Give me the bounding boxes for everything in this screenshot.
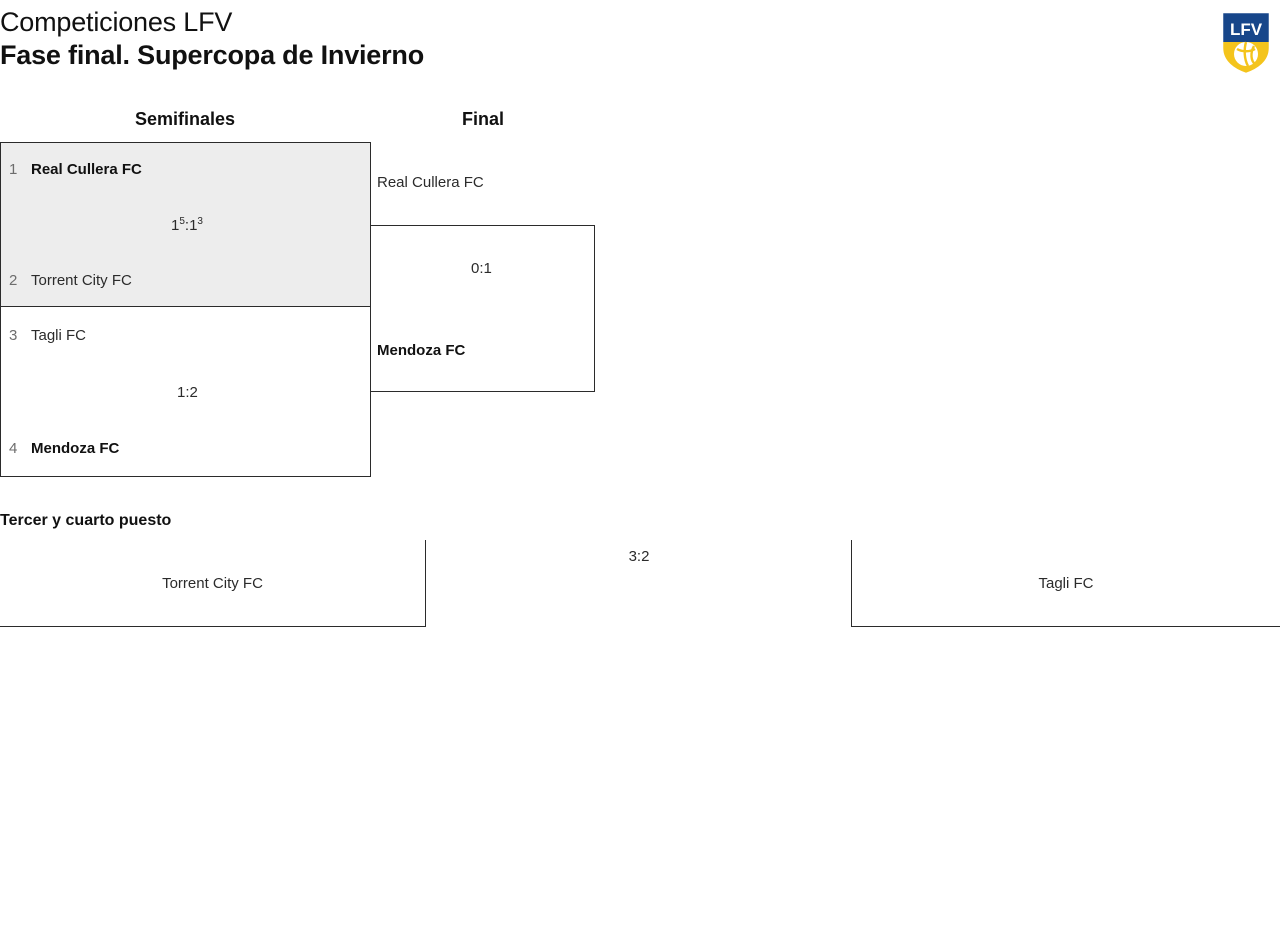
match-score-semifinal-2: 1:2 bbox=[177, 384, 198, 401]
third-place-heading: Tercer y cuarto puesto bbox=[0, 512, 172, 529]
table-row[interactable]: 1 Real Cullera FC bbox=[9, 161, 142, 178]
table-row[interactable]: 2 Torrent City FC bbox=[9, 272, 132, 289]
round-heading-final: Final bbox=[461, 109, 504, 129]
match-score-semifinal-1: 15:13 bbox=[171, 216, 203, 235]
title-block: Competiciones LFV Fase final. Supercopa … bbox=[0, 6, 424, 72]
score-home: 1 bbox=[171, 217, 180, 234]
table-row[interactable]: 4 Mendoza FC bbox=[9, 440, 119, 457]
score-home-shootout: 5 bbox=[179, 216, 185, 227]
match-score-final: 0:1 bbox=[471, 260, 492, 277]
round-heading-semifinals: Semifinales bbox=[134, 109, 236, 129]
final-team-bottom[interactable]: Mendoza FC bbox=[377, 342, 466, 359]
team-name: Tagli FC bbox=[31, 327, 87, 344]
page-title: Competiciones LFV bbox=[0, 7, 233, 37]
final-team-top[interactable]: Real Cullera FC bbox=[377, 174, 484, 191]
match-box-third-place-right[interactable]: Tagli FC bbox=[851, 540, 1280, 627]
match-box-third-place-left[interactable]: Torrent City FC bbox=[0, 540, 426, 627]
seed-number: 1 bbox=[9, 161, 18, 178]
match-score-third-place: 3:2 bbox=[628, 548, 650, 565]
seed-number: 2 bbox=[9, 272, 18, 289]
team-name: Torrent City FC bbox=[31, 272, 132, 289]
score-away: 1 bbox=[189, 217, 198, 234]
page-subtitle: Fase final. Supercopa de Invierno bbox=[0, 40, 425, 70]
seed-number: 4 bbox=[9, 440, 18, 457]
match-box-semifinal-2[interactable]: 3 Tagli FC 1:2 4 Mendoza FC bbox=[0, 307, 371, 477]
score-away: 2 bbox=[189, 384, 198, 401]
match-box-final[interactable]: 0:1 bbox=[370, 225, 595, 392]
score-home: 1 bbox=[177, 384, 186, 401]
seed-number: 3 bbox=[9, 327, 18, 344]
table-row[interactable]: 3 Tagli FC bbox=[9, 327, 86, 344]
score-separator: : bbox=[185, 384, 190, 401]
lfv-shield-logo: LFV bbox=[1220, 8, 1272, 76]
team-name: Tagli FC bbox=[1038, 575, 1094, 592]
score-separator: : bbox=[184, 217, 190, 234]
match-box-semifinal-1[interactable]: 1 Real Cullera FC 15:13 2 Torrent City F… bbox=[0, 142, 371, 307]
team-name: Torrent City FC bbox=[162, 575, 263, 592]
score-away-shootout: 3 bbox=[197, 216, 203, 227]
team-name: Real Cullera FC bbox=[31, 161, 142, 178]
svg-text:LFV: LFV bbox=[1230, 20, 1263, 39]
team-name: Mendoza FC bbox=[31, 440, 120, 457]
page-header: Competiciones LFV Fase final. Supercopa … bbox=[0, 0, 1280, 82]
